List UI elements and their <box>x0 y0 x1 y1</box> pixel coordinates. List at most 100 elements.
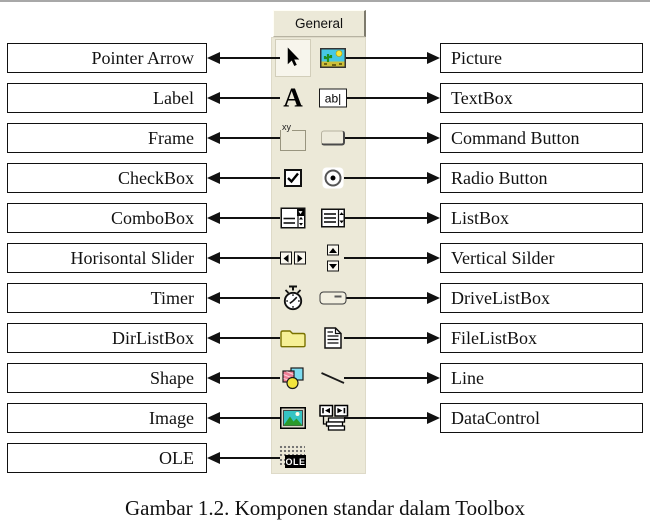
label-text: DirListBox <box>111 327 194 348</box>
arrow-left <box>217 337 280 339</box>
textbox-glyph: ab| <box>324 91 342 105</box>
ole-icon[interactable]: OLE <box>279 445 307 469</box>
dirlistbox-icon[interactable] <box>280 329 306 348</box>
label-icon[interactable]: A <box>283 84 303 112</box>
right-label-box: Command Button <box>440 123 643 153</box>
frame-icon[interactable]: xy <box>280 122 306 151</box>
left-label-box: Pointer Arrow <box>7 43 207 73</box>
arrow-right <box>344 377 428 379</box>
arrow-right <box>344 57 428 59</box>
label-text: Picture <box>451 47 502 68</box>
label-text: DriveListBox <box>451 287 550 308</box>
right-label-box: DataControl <box>440 403 643 433</box>
tab-general-label: General <box>294 16 344 31</box>
arrowhead-right-icon <box>427 292 440 304</box>
listbox-icon[interactable] <box>321 208 345 228</box>
radiobutton-icon[interactable] <box>322 167 344 189</box>
label-text: Horisontal Slider <box>70 247 195 268</box>
arrow-left <box>217 417 280 419</box>
arrow-left <box>217 57 280 59</box>
arrowhead-left-icon <box>207 372 220 384</box>
left-label-box: Timer <box>7 283 207 313</box>
arrowhead-right-icon <box>427 372 440 384</box>
left-label-box: Image <box>7 403 207 433</box>
hscrollbar-icon[interactable] <box>280 251 306 265</box>
arrow-right <box>344 337 428 339</box>
arrow-right <box>344 217 428 219</box>
checkbox-icon[interactable] <box>284 169 302 187</box>
ole-glyph: OLE <box>285 456 306 467</box>
right-label-box: TextBox <box>440 83 643 113</box>
label-text: Radio Button <box>451 167 548 188</box>
arrowhead-left-icon <box>207 252 220 264</box>
arrow-left <box>217 217 280 219</box>
arrowhead-left-icon <box>207 132 220 144</box>
arrowhead-right-icon <box>427 132 440 144</box>
right-label-box: ListBox <box>440 203 643 233</box>
arrow-left <box>217 257 280 259</box>
arrowhead-left-icon <box>207 212 220 224</box>
arrow-left <box>217 457 280 459</box>
label-text: DataControl <box>451 407 540 428</box>
tab-general[interactable]: General <box>273 10 366 37</box>
arrowhead-right-icon <box>427 412 440 424</box>
commandbutton-icon[interactable] <box>321 130 345 146</box>
top-divider <box>0 0 650 2</box>
right-label-box: DriveListBox <box>440 283 643 313</box>
left-label-box: Horisontal Slider <box>7 243 207 273</box>
label-text: Pointer Arrow <box>91 47 195 68</box>
combobox-icon[interactable] <box>280 207 306 229</box>
timer-icon[interactable] <box>282 285 304 311</box>
textbox-icon[interactable]: ab| <box>319 88 347 108</box>
drivelistbox-icon[interactable] <box>319 291 347 305</box>
picture-icon[interactable] <box>320 48 346 68</box>
right-label-box: Line <box>440 363 643 393</box>
label-text: Timer <box>150 287 194 308</box>
line-icon[interactable] <box>320 371 346 385</box>
label-text: ListBox <box>451 207 510 228</box>
arrow-right <box>344 177 428 179</box>
vscrollbar-icon[interactable] <box>327 244 339 272</box>
image-icon[interactable] <box>280 407 306 429</box>
ole-dots-pattern <box>279 445 305 458</box>
label-text: FileListBox <box>451 327 538 348</box>
filelistbox-icon[interactable] <box>324 327 342 349</box>
arrowhead-right-icon <box>427 332 440 344</box>
left-label-box: OLE <box>7 443 207 473</box>
arrow-right <box>344 97 428 99</box>
shape-icon[interactable] <box>281 367 306 390</box>
frame-glyph: xy <box>281 122 292 132</box>
left-label-box: CheckBox <box>7 163 207 193</box>
right-label-box: Picture <box>440 43 643 73</box>
label-text: OLE <box>159 447 194 468</box>
arrowhead-right-icon <box>427 212 440 224</box>
figure-caption: Gambar 1.2. Komponen standar dalam Toolb… <box>125 496 525 520</box>
arrow-right <box>344 297 428 299</box>
right-label-box: Radio Button <box>440 163 643 193</box>
label-text: Vertical Silder <box>451 247 555 268</box>
arrow-left <box>217 377 280 379</box>
arrow-right <box>344 417 428 419</box>
arrow-right <box>344 257 428 259</box>
arrow-left <box>217 297 280 299</box>
arrowhead-left-icon <box>207 92 220 104</box>
ole-dots-pattern <box>279 458 286 467</box>
arrow-right <box>344 137 428 139</box>
left-label-box: DirListBox <box>7 323 207 353</box>
arrowhead-left-icon <box>207 452 220 464</box>
datacontrol-icon[interactable] <box>319 404 349 432</box>
arrowhead-left-icon <box>207 292 220 304</box>
label-text: Frame <box>148 127 194 148</box>
label-text: Image <box>149 407 194 428</box>
arrowhead-right-icon <box>427 92 440 104</box>
label-text: CheckBox <box>118 167 194 188</box>
arrowhead-right-icon <box>427 52 440 64</box>
arrowhead-right-icon <box>427 252 440 264</box>
arrowhead-left-icon <box>207 172 220 184</box>
label-text: Shape <box>150 367 194 388</box>
left-label-box: Frame <box>7 123 207 153</box>
pointer-icon[interactable] <box>286 47 301 69</box>
left-label-box: ComboBox <box>7 203 207 233</box>
arrowhead-right-icon <box>427 172 440 184</box>
